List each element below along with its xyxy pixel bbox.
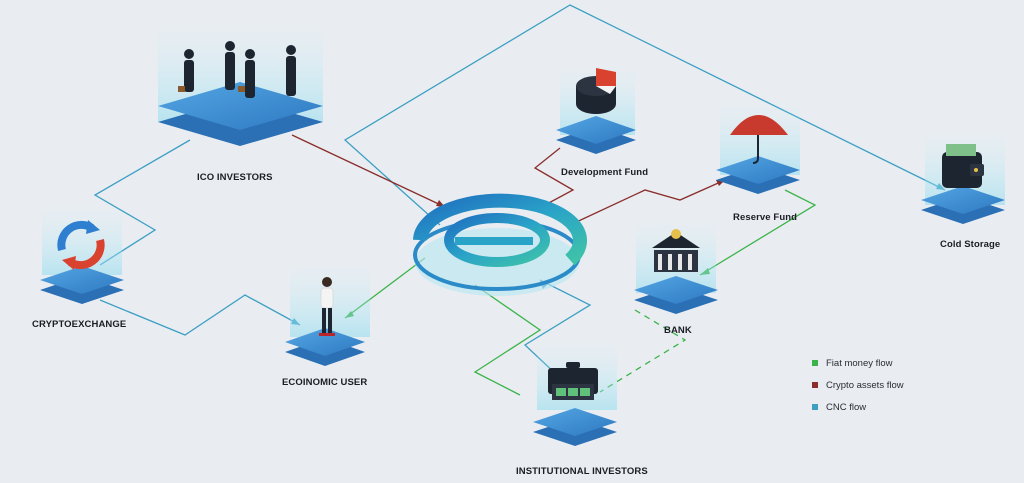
pie-chart-icon <box>576 68 616 114</box>
umbrella-icon <box>730 115 788 164</box>
legend-label: Crypto assets flow <box>826 379 904 391</box>
cnc-line-ico-to-exchange <box>93 139 191 266</box>
legend: Fiat money flow Crypto assets flow CNC f… <box>812 352 904 418</box>
crypto-line-platform-to-devfund <box>533 147 575 206</box>
institutional-investors-node <box>533 340 617 446</box>
wallet-icon <box>942 144 984 188</box>
legend-swatch <box>812 382 818 388</box>
legend-item-cnc: CNC flow <box>812 396 904 418</box>
reserve-fund-label: Reserve Fund <box>733 212 798 223</box>
legend-swatch <box>812 404 818 410</box>
cryptoexchange-node <box>40 205 124 304</box>
development-fund-label: Development Fund <box>561 167 649 178</box>
legend-swatch <box>812 360 818 366</box>
fiat-line-bank-to-institutional <box>599 309 687 393</box>
cold-storage-node <box>921 130 1005 224</box>
ico-investors-label: ICO INVESTORS <box>197 172 273 183</box>
crypto-line-ico-to-platform <box>291 134 446 208</box>
fiat-line-institutional-to-platform <box>473 284 542 396</box>
crypto-line-platform-to-reserve <box>569 179 726 226</box>
reserve-fund-node <box>716 100 800 194</box>
fiat-line-reserve-to-bank <box>699 189 817 276</box>
bank-node <box>634 218 718 314</box>
business-people-icon <box>178 41 296 98</box>
legend-label: CNC flow <box>826 401 867 413</box>
ico-investors-node <box>158 22 323 146</box>
crypto-flow-lines <box>291 134 726 226</box>
economic-user-node <box>285 262 370 366</box>
cnc-line-exchange-to-user <box>99 294 301 336</box>
institutional-investors-label: INSTITUTIONAL INVESTORS <box>516 466 648 477</box>
cold-storage-label: Cold Storage <box>940 239 1001 250</box>
arrowheads <box>291 180 945 325</box>
exchange-arrows-icon <box>57 220 105 270</box>
central-platform-logo <box>413 193 587 296</box>
bank-building-icon <box>652 229 700 272</box>
bank-label: BANK <box>664 325 692 336</box>
economic-user-label: ECOINOMIC USER <box>282 377 368 388</box>
cnc-line-top-loop <box>343 4 946 226</box>
legend-item-crypto: Crypto assets flow <box>812 374 904 396</box>
legend-item-fiat: Fiat money flow <box>812 352 904 374</box>
cryptoexchange-label: CRYPTOEXCHANGE <box>32 319 127 330</box>
money-case-icon <box>548 362 598 400</box>
person-icon <box>319 277 335 336</box>
development-fund-node <box>556 65 636 154</box>
legend-label: Fiat money flow <box>826 357 893 369</box>
